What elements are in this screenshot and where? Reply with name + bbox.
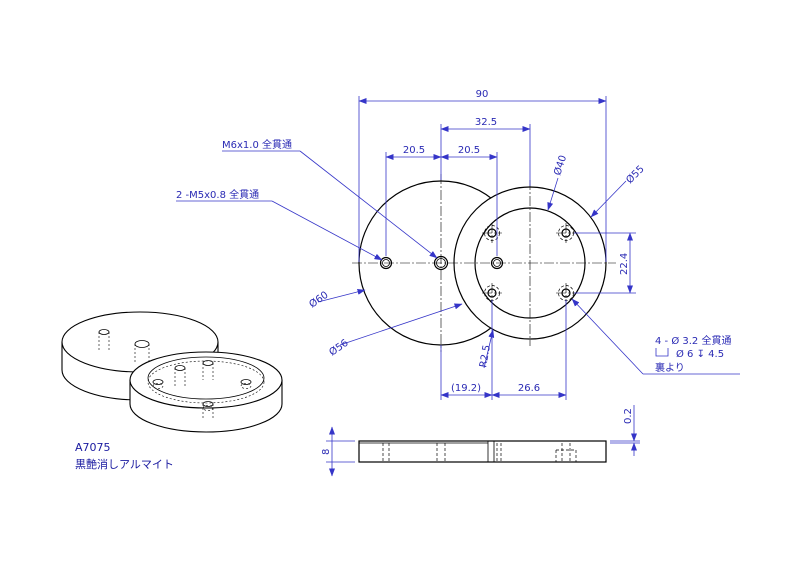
side-view-body [358, 440, 607, 463]
cbore-hole-top-right [556, 223, 576, 243]
cbore-hole-bottom-right [556, 283, 576, 303]
dim-32-5-label: 32.5 [475, 117, 497, 128]
top-view [352, 174, 616, 352]
cbore-bracket [655, 348, 669, 357]
dim-dia40-label: Ø40 [551, 154, 569, 177]
left-m5-hole [379, 256, 393, 270]
dim-19-2-label: (19.2) [451, 383, 481, 394]
m5-tap-note: 2 -M5x0.8 全貫通 [176, 188, 259, 201]
cbore-leader [571, 298, 644, 375]
dim-r2-5-leader [483, 329, 495, 369]
cbore-hole-top-left [482, 223, 502, 243]
dim-0-2-label: 0.2 [623, 408, 634, 424]
dim-22-4-label: 22.4 [619, 253, 630, 275]
m6-tap-note: M6x1.0 全貫通 [222, 138, 292, 151]
dim-r2-5-label: R2.5 [478, 344, 493, 368]
dim-dia40-leader [547, 177, 559, 211]
cbore-note-line3: 裏より [655, 361, 685, 374]
isometric-view [61, 311, 283, 433]
material-finish: 黒艶消しアルマイト [75, 457, 174, 471]
dim-8-label: 8 [321, 449, 332, 455]
dim-dia55-label: Ø55 [624, 163, 647, 186]
dim-dia56-leader [339, 303, 463, 346]
dim-dia60-label: Ø60 [307, 289, 331, 311]
dim-90-label: 90 [476, 89, 489, 100]
material-alloy: A7075 [75, 441, 111, 454]
dim-20-5-left-label: 20.5 [403, 145, 425, 156]
hole-notes: M6x1.0 全貫通 2 -M5x0.8 全貫通 4 - Ø 3.2 全貫通 Ø… [176, 138, 740, 375]
dim-dia60-leader [317, 288, 366, 303]
cbore-note-line1: 4 - Ø 3.2 全貫通 [655, 334, 731, 347]
dim-dia55-leader [590, 180, 627, 218]
side-view: 8 0.2 [321, 405, 640, 477]
dim-26-6-label: 26.6 [518, 383, 540, 394]
dimensions-top-view: 90 32.5 20.5 20.5 Ø40 Ø55 22.4 Ø60 Ø56 R… [307, 89, 647, 400]
right-m5-hole [490, 256, 504, 270]
dim-20-5-right-label: 20.5 [458, 145, 480, 156]
m6-tap-leader [299, 150, 438, 259]
cbore-note-line2: Ø 6 ↧ 4.5 [676, 348, 724, 360]
center-m6-hole [433, 255, 449, 271]
dim-dia56-label: Ø56 [327, 337, 351, 359]
m5-tap-leader [271, 200, 383, 261]
